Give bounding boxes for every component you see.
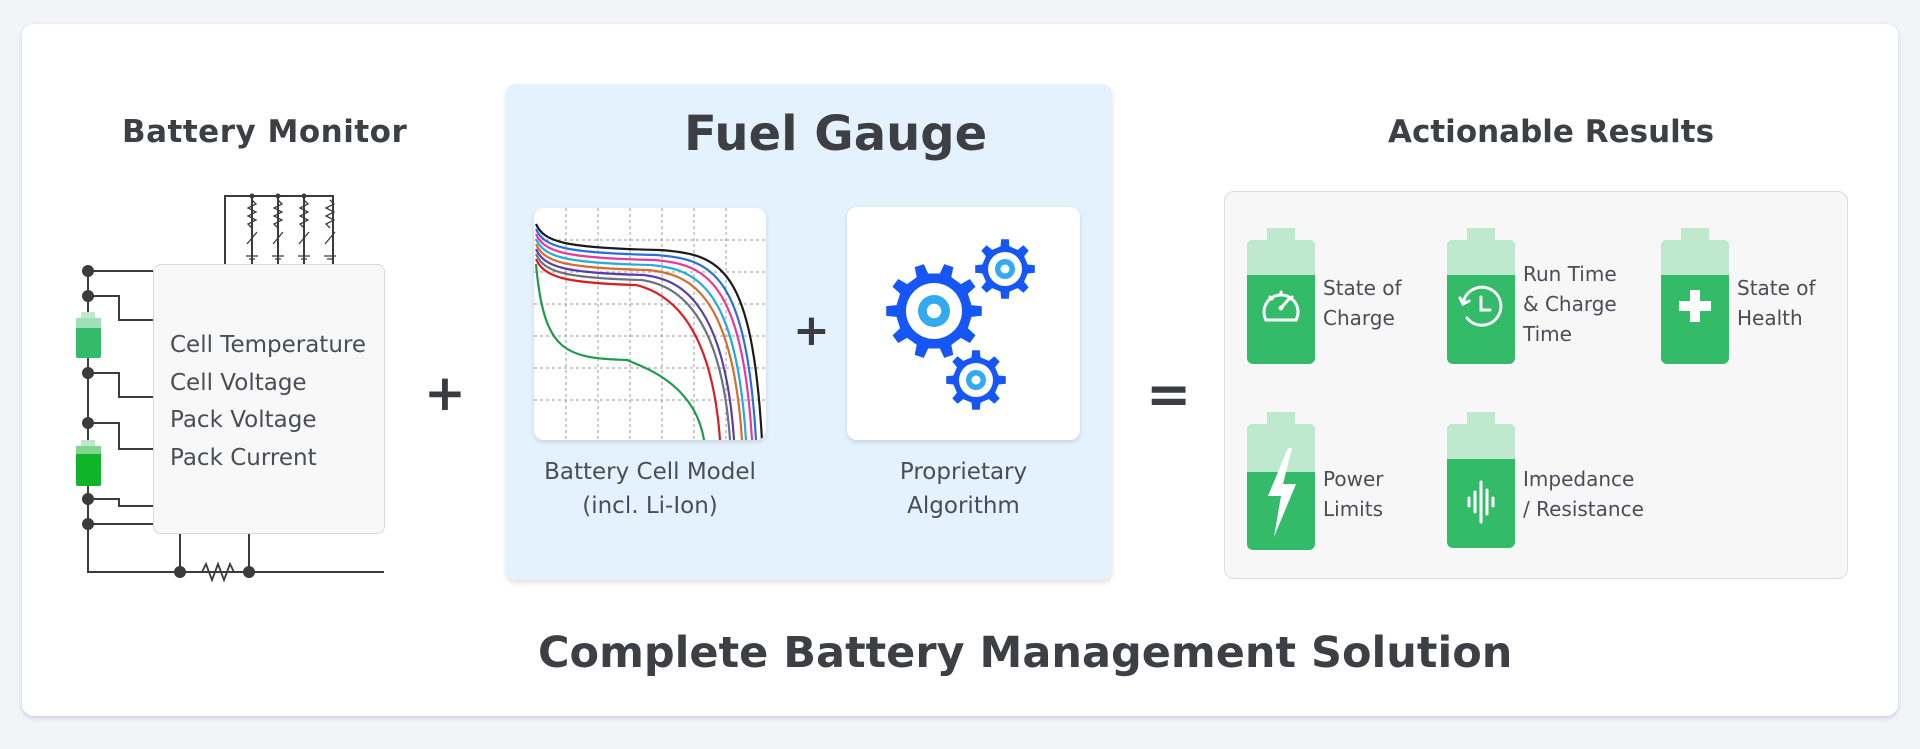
result-state-of-health: State of Health (1737, 273, 1816, 333)
result-line: Run Time (1523, 262, 1617, 286)
measurement-pack-voltage: Pack Voltage (170, 407, 317, 433)
actionable-results-title: Actionable Results (1388, 114, 1715, 150)
battery-monitor-box (153, 264, 385, 534)
discharge-curve (534, 253, 732, 440)
discharge-curve (534, 238, 748, 440)
equals-operator: = (1146, 363, 1192, 426)
discharge-curves-graphic (534, 208, 766, 440)
measurement-pack-current: Pack Current (170, 444, 317, 471)
discharge-curve (534, 228, 758, 440)
resistor-symbol (272, 231, 284, 260)
discharge-curve (534, 263, 706, 440)
cell-battery-icon (76, 440, 101, 486)
algorithm-card (847, 207, 1080, 440)
measurement-cell-voltage: Cell Voltage (170, 369, 307, 396)
result-impedance: Impedance / Resistance (1523, 464, 1644, 524)
resistor-symbol (246, 231, 258, 260)
cell-model-caption: Battery Cell Model (incl. Li-Ion) (534, 455, 766, 523)
measurement-cell-temperature: Cell Temperature (170, 332, 366, 358)
cell-model-card (534, 208, 766, 440)
plus-operator-inner: + (793, 305, 830, 356)
result-state-of-charge: State of Charge (1323, 273, 1402, 333)
discharge-curve (534, 248, 736, 440)
result-run-time: Run Time & Charge Time (1523, 259, 1617, 349)
result-line: Health (1737, 306, 1803, 330)
cell-model-caption-line2: (incl. Li-Ion) (582, 493, 718, 519)
lightning-icon (1247, 412, 1315, 550)
algorithm-caption-line2: Algorithm (907, 493, 1020, 519)
result-power-limits: Power Limits (1323, 464, 1383, 524)
result-line: State of (1737, 276, 1816, 300)
discharge-curve (534, 233, 754, 440)
cell-model-caption-line1: Battery Cell Model (544, 459, 756, 485)
gauge-icon (1247, 228, 1315, 364)
result-line: Charge (1323, 306, 1395, 330)
clock-icon (1447, 228, 1515, 364)
discharge-curve (534, 243, 744, 440)
result-line: Impedance (1523, 467, 1635, 491)
measurement-list: Cell Temperature Cell Voltage Pack Volta… (170, 327, 366, 477)
result-line: State of (1323, 276, 1402, 300)
result-line: & Charge (1523, 292, 1617, 316)
result-line: Power (1323, 467, 1384, 491)
result-line: Time (1523, 322, 1572, 346)
cell-battery-icon (76, 312, 101, 358)
gears-icon (886, 239, 1035, 410)
plus-icon (1661, 228, 1729, 364)
footer-title: Complete Battery Management Solution (538, 628, 1513, 678)
result-line: Limits (1323, 497, 1383, 521)
actionable-results-box (1224, 191, 1848, 579)
waveform-icon (1447, 412, 1515, 548)
fuel-gauge-title: Fuel Gauge (684, 106, 988, 162)
result-line: / Resistance (1523, 497, 1644, 521)
discharge-curve (534, 223, 764, 440)
algorithm-caption-line1: Proprietary (899, 459, 1028, 485)
battery-monitor-title: Battery Monitor (122, 114, 408, 150)
algorithm-caption: Proprietary Algorithm (847, 455, 1080, 523)
resistor-symbol (298, 231, 310, 260)
resistor-symbol (324, 231, 336, 260)
plus-operator: + (424, 364, 466, 422)
discharge-curve (534, 258, 722, 440)
